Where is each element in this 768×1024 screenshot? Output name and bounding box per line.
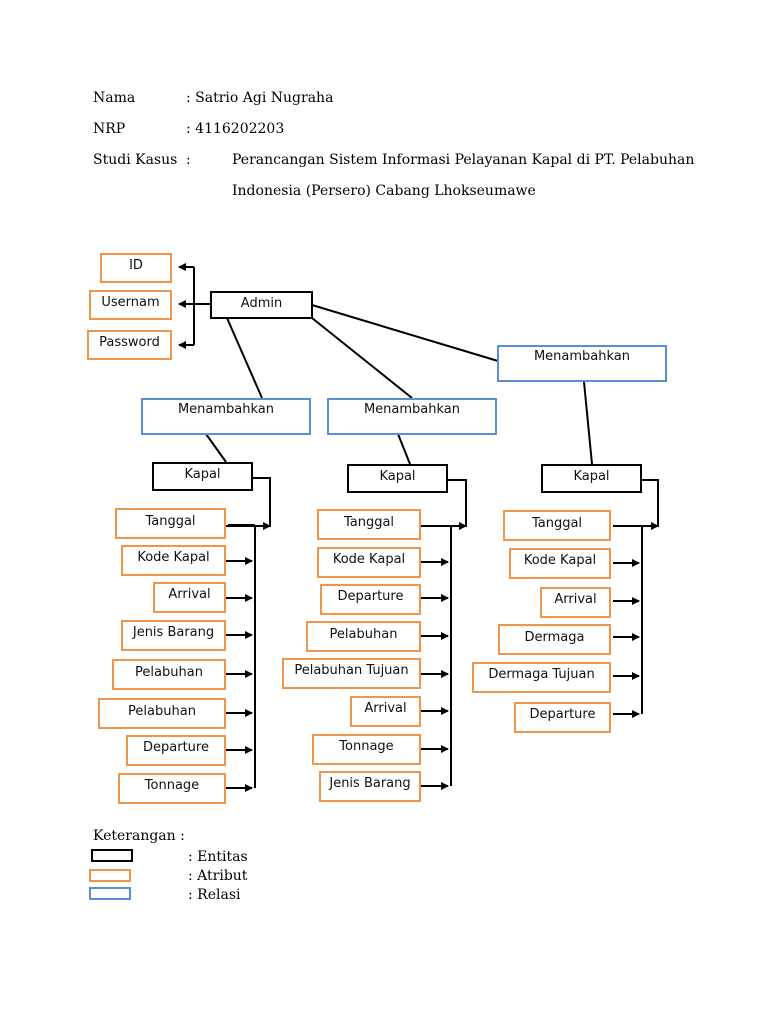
kapal-1-attribute-pelabuhan-1: Pelabuhan <box>112 659 226 690</box>
line-admin-relation-2 <box>311 317 413 399</box>
relation-menambahkan-1: Menambahkan <box>141 398 311 435</box>
kapal-2-attribute-departure: Departure <box>320 584 421 615</box>
legend-atribut-label: : Atribut <box>188 868 248 884</box>
kapal-1-attribute-pelabuhan-2: Pelabuhan <box>98 698 226 729</box>
kapal-3-attribute-tanggal: Tanggal <box>503 510 611 541</box>
legend-entitas-label: : Entitas <box>188 849 248 865</box>
kapal-2-attribute-kode-kapal: Kode Kapal <box>317 547 421 578</box>
kapal-2-attribute-pelabuhan-tujuan: Pelabuhan Tujuan <box>282 658 421 689</box>
line-admin-relation-1 <box>226 317 263 399</box>
kapal-3-attribute-arrival: Arrival <box>540 587 611 618</box>
studi-label: Studi Kasus <box>93 152 178 168</box>
kapal-1-attribute-jenis-barang: Jenis Barang <box>121 620 226 651</box>
entity-kapal-3: Kapal <box>541 464 642 493</box>
kapal-2-attribute-tanggal: Tanggal <box>317 509 421 540</box>
entity-kapal-1: Kapal <box>152 462 253 491</box>
kapal-2-attribute-pelabuhan: Pelabuhan <box>306 621 421 652</box>
kapal-2-attribute-jenis-barang: Jenis Barang <box>319 771 421 802</box>
kapal-1-attribute-arrival: Arrival <box>153 582 226 613</box>
studi-line-1: Perancangan Sistem Informasi Pelayanan K… <box>232 152 695 168</box>
relation-menambahkan-2: Menambahkan <box>327 398 497 435</box>
nrp-value: : 4116202203 <box>186 121 285 137</box>
kapal-3-attribute-kode-kapal: Kode Kapal <box>509 548 611 579</box>
entity-kapal-2: Kapal <box>347 464 448 493</box>
studi-line-2: Indonesia (Persero) Cabang Lhokseumawe <box>232 183 536 199</box>
attribute-password: Password <box>87 330 172 360</box>
kapal-3-attribute-departure: Departure <box>514 702 611 733</box>
kapal-1-attribute-tonnage: Tonnage <box>118 773 226 804</box>
kapal-3-bracket-top <box>613 479 659 527</box>
kapal-2-attribute-tonnage: Tonnage <box>312 734 421 765</box>
attribute-username: Usernam <box>89 290 172 320</box>
kapal-1-attribute-tanggal: Tanggal <box>115 508 226 539</box>
kapal-2-bracket-top <box>421 479 467 527</box>
kapal-1-attribute-kode-kapal: Kode Kapal <box>121 545 226 576</box>
line-relation-3-kapal-3 <box>583 381 593 465</box>
kapal-2-attribute-arrival: Arrival <box>350 696 421 727</box>
kapal-3-attribute-dermaga-tujuan: Dermaga Tujuan <box>472 662 611 693</box>
legend-relation-swatch <box>89 887 131 900</box>
legend-title: Keterangan : <box>93 828 185 844</box>
line-relation-2-kapal-2 <box>397 433 411 465</box>
line-admin-relation-3 <box>311 304 499 362</box>
nama-value: : Satrio Agi Nugraha <box>186 90 334 106</box>
relation-menambahkan-3: Menambahkan <box>497 345 667 382</box>
entity-admin: Admin <box>210 291 313 319</box>
line-relation-1-kapal-1 <box>205 433 227 463</box>
legend-attribute-swatch <box>89 869 131 882</box>
legend-relasi-label: : Relasi <box>188 887 241 903</box>
attribute-id: ID <box>100 253 172 283</box>
kapal-1-attribute-departure: Departure <box>126 735 226 766</box>
nrp-label: NRP <box>93 121 126 137</box>
nama-label: Nama <box>93 90 136 106</box>
kapal-3-attribute-dermaga: Dermaga <box>498 624 611 655</box>
legend-entity-swatch <box>91 849 133 862</box>
studi-colon: : <box>186 152 191 168</box>
